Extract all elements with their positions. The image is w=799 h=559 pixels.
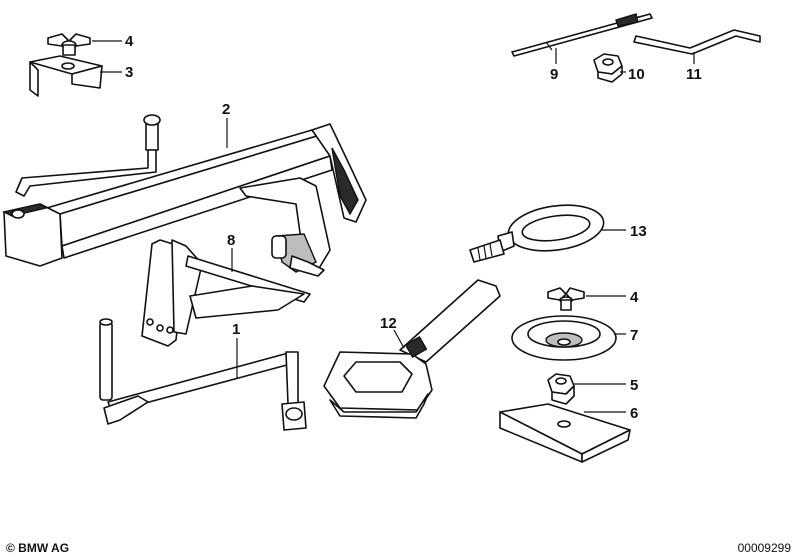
hex-nut-right	[547, 373, 575, 405]
wing-nut-right	[547, 287, 585, 311]
callout-8: 8	[227, 232, 235, 249]
towing-eye	[469, 204, 605, 263]
copyright-label: © BMW AG	[6, 541, 70, 555]
callout-3: 3	[125, 64, 133, 81]
wheel-wrench	[323, 279, 501, 419]
callout-10: 10	[628, 66, 645, 83]
crank-handle	[99, 318, 307, 431]
drawing-number: 00009299	[737, 541, 791, 555]
callout-4-top: 4	[125, 33, 134, 50]
callout-7: 7	[630, 327, 638, 344]
wing-nut-top-left	[47, 33, 91, 56]
thin-rod	[511, 13, 653, 57]
callout-2: 2	[222, 101, 230, 118]
callout-9: 9	[550, 66, 558, 83]
callout-13: 13	[630, 223, 647, 240]
mounting-plate	[499, 403, 631, 463]
callout-6: 6	[630, 405, 638, 422]
clamp-bracket	[29, 55, 103, 97]
callout-12: 12	[380, 315, 397, 332]
jack-base-plate	[141, 239, 311, 347]
bent-rod	[633, 29, 761, 55]
callout-1: 1	[232, 321, 240, 338]
callout-11: 11	[686, 66, 702, 83]
callout-4-right: 4	[630, 289, 639, 306]
jack-assembly	[1, 114, 367, 277]
callout-5: 5	[630, 377, 638, 394]
round-pan	[511, 315, 617, 361]
hex-nut-top	[593, 53, 623, 83]
